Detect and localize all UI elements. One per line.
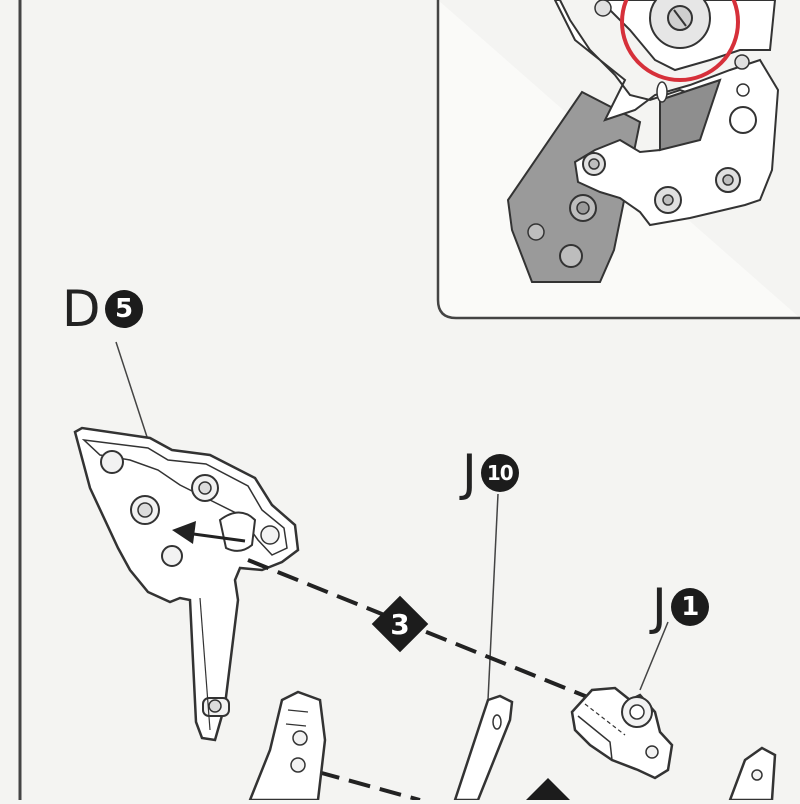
step-marker-partial <box>526 778 570 800</box>
label-j1: J 1 <box>652 582 709 632</box>
label-j10-letter: J <box>462 444 477 502</box>
part-j10 <box>453 694 514 802</box>
step-marker-3-number: 3 <box>390 607 410 641</box>
step-marker-3: 3 <box>371 595 429 653</box>
leader-line-j1 <box>639 621 669 691</box>
leader-line-j10 <box>487 493 499 701</box>
dashed-assembly-line <box>247 558 591 700</box>
dashed-assembly-line-lower <box>317 770 421 802</box>
label-j10: J 10 <box>462 448 519 498</box>
insert-arrow <box>172 521 246 544</box>
detail-inset-panel <box>436 0 800 320</box>
highlight-circle <box>620 0 740 82</box>
label-j1-number: 1 <box>670 588 709 626</box>
label-j10-number: 10 <box>480 454 519 492</box>
part-j1 <box>570 686 674 780</box>
leader-line-d5 <box>115 341 149 441</box>
part-d5 <box>73 426 300 742</box>
part-lower-left <box>248 690 327 802</box>
label-d5-letter: D <box>62 280 101 338</box>
label-j1-letter: J <box>652 578 667 636</box>
label-d5-number: 5 <box>104 290 143 328</box>
part-lower-right <box>728 746 777 802</box>
label-d5: D 5 <box>62 284 143 334</box>
